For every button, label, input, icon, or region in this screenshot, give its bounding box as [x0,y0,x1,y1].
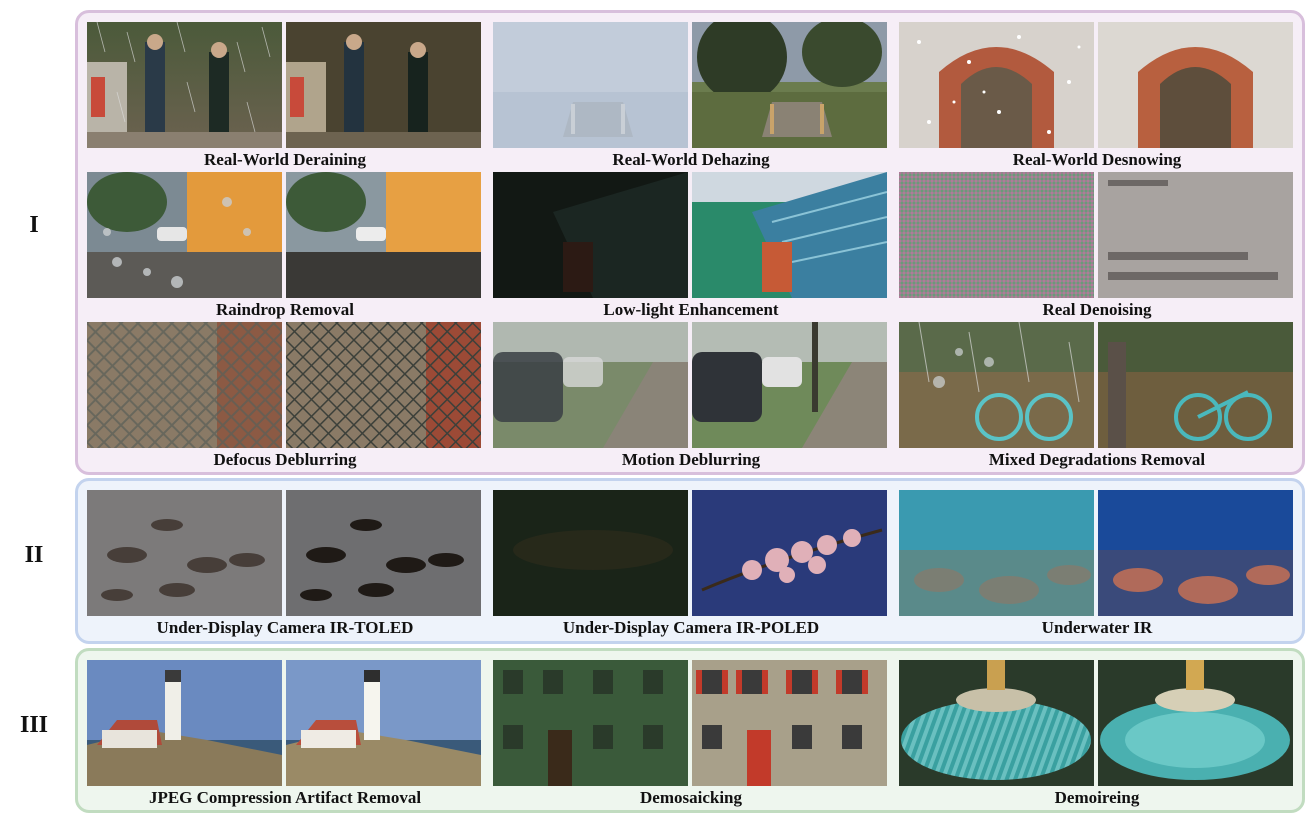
group-label-ii: II [24,542,44,568]
task-real-world-desnowing: Real-World Desnowing [899,22,1295,170]
task-caption: Real-World Desnowing [1012,150,1182,169]
degraded-image [899,660,1094,786]
task-caption: Demoireing [1054,788,1140,807]
restored-image [692,660,887,786]
restored-image [286,22,481,148]
degraded-image [87,490,282,616]
degraded-image [87,172,282,298]
task-motion-deblurring: Motion Deblurring [493,322,889,470]
degraded-image [87,660,282,786]
restored-image [1098,22,1293,148]
task-caption: Defocus Deblurring [213,450,357,469]
restored-image [1098,322,1293,448]
task-caption: Under-Display Camera IR-TOLED [156,618,414,637]
task-jpeg-compression-artifact-removal: JPEG Compression Artifact Removal [87,660,483,808]
task-real-world-dehazing: Real-World Dehazing [493,22,889,170]
task-underwater-ir: Underwater IR [899,490,1295,638]
degraded-image [493,22,688,148]
task-caption: Underwater IR [1041,618,1153,637]
degraded-image [493,172,688,298]
task-caption: Low-light Enhancement [603,300,779,319]
restored-image [1098,660,1293,786]
task-mixed-degradations-removal: Mixed Degradations Removal [899,322,1295,470]
degraded-image [87,22,282,148]
task-caption: Mixed Degradations Removal [988,450,1206,469]
task-caption: Motion Deblurring [621,450,761,469]
degraded-image [899,172,1094,298]
restored-image [692,22,887,148]
task-defocus-deblurring: Defocus Deblurring [87,322,483,470]
degraded-image [493,322,688,448]
degraded-image [87,322,282,448]
task-under-display-camera-ir-toled: Under-Display Camera IR-TOLED [87,490,483,638]
restored-image [286,322,481,448]
task-caption: Under-Display Camera IR-POLED [562,618,820,637]
task-caption: Demosaicking [640,788,742,807]
degraded-image [493,490,688,616]
restored-image [1098,490,1293,616]
task-real-world-deraining: Real-World Deraining [87,22,483,170]
task-raindrop-removal: Raindrop Removal [87,172,483,320]
task-real-denoising: Real Denoising [899,172,1295,320]
task-demosaicking: Demosaicking [493,660,889,808]
restored-image [286,660,481,786]
degraded-image [899,322,1094,448]
restored-image [692,322,887,448]
task-caption: Real-World Deraining [204,150,366,169]
restored-image [692,490,887,616]
task-low-light-enhancement: Low-light Enhancement [493,172,889,320]
restored-image [286,172,481,298]
task-demoireing: Demoireing [899,660,1295,808]
task-caption: Real Denoising [1042,300,1152,319]
restored-image [692,172,887,298]
task-caption: Raindrop Removal [215,300,355,319]
group-label-i: I [29,212,39,238]
restored-image [1098,172,1293,298]
restored-image [286,490,481,616]
group-label-iii: III [19,712,49,738]
degraded-image [899,22,1094,148]
task-caption: Real-World Dehazing [612,150,770,169]
task-caption: JPEG Compression Artifact Removal [148,788,422,807]
degraded-image [493,660,688,786]
task-under-display-camera-ir-poled: Under-Display Camera IR-POLED [493,490,889,638]
degraded-image [899,490,1094,616]
